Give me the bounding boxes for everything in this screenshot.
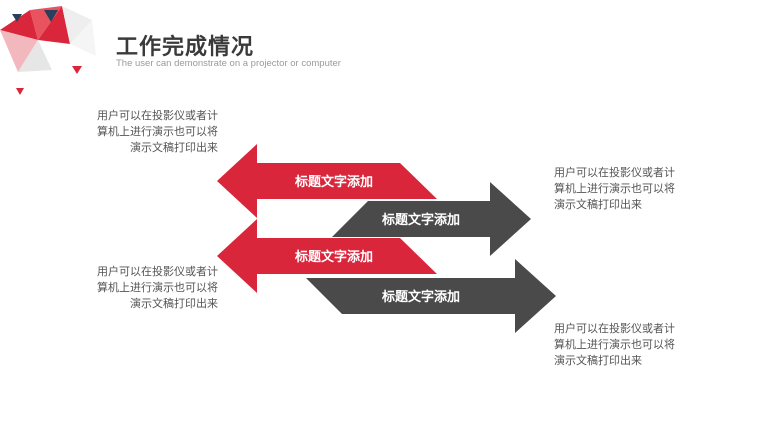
note-line: 演示文稿打印出来: [130, 141, 218, 154]
note-bottom-right: 用户可以在投影仪或者计 算机上进行演示也可以将 演示文稿打印出来: [554, 321, 686, 369]
note-line: 算机上进行演示也可以将: [554, 338, 675, 351]
note-line: 演示文稿打印出来: [130, 297, 218, 310]
arrow-2-shape: [332, 182, 531, 256]
deco-triangle-gray-2: [62, 6, 92, 44]
arrow-2: 标题文字添加: [332, 182, 531, 256]
page-subtitle: The user can demonstrate on a projector …: [116, 58, 341, 69]
arrow-4: 标题文字添加: [306, 259, 556, 333]
note-line: 算机上进行演示也可以将: [554, 182, 675, 195]
arrow-1: 标题文字添加: [217, 144, 437, 218]
arrow-4-shape: [306, 259, 556, 333]
deco-triangle-navy: [44, 10, 58, 22]
corner-decoration: [0, 6, 96, 95]
note-line: 算机上进行演示也可以将: [97, 281, 218, 294]
arrow-3: 标题文字添加: [217, 219, 437, 293]
deco-triangle-light: [0, 30, 38, 72]
deco-triangle-red-tiny: [16, 88, 24, 95]
note-top-left: 用户可以在投影仪或者计 算机上进行演示也可以将 演示文稿打印出来: [86, 108, 218, 156]
arrow-1-label: 标题文字添加: [294, 174, 373, 190]
deco-triangle-red-small: [72, 66, 82, 74]
note-line: 用户可以在投影仪或者计: [554, 166, 675, 179]
arrow-3-shape: [217, 219, 437, 293]
note-bottom-left: 用户可以在投影仪或者计 算机上进行演示也可以将 演示文稿打印出来: [86, 264, 218, 312]
note-mid-right: 用户可以在投影仪或者计 算机上进行演示也可以将 演示文稿打印出来: [554, 165, 686, 213]
page-title: 工作完成情况: [116, 35, 255, 60]
note-line: 用户可以在投影仪或者计: [97, 265, 218, 278]
arrow-4-label: 标题文字添加: [381, 289, 460, 305]
note-line: 演示文稿打印出来: [554, 354, 642, 367]
deco-triangle-navy-2: [12, 14, 22, 22]
note-line: 用户可以在投影仪或者计: [97, 109, 218, 122]
note-line: 用户可以在投影仪或者计: [554, 322, 675, 335]
deco-triangle-gray: [18, 40, 52, 72]
arrow-3-label: 标题文字添加: [294, 249, 373, 265]
arrow-1-shape: [217, 144, 437, 218]
note-line: 演示文稿打印出来: [554, 198, 642, 211]
deco-triangle-gray-3: [70, 20, 96, 56]
arrow-2-label: 标题文字添加: [381, 212, 460, 228]
deco-triangle-red-2: [38, 6, 70, 44]
note-line: 算机上进行演示也可以将: [97, 125, 218, 138]
